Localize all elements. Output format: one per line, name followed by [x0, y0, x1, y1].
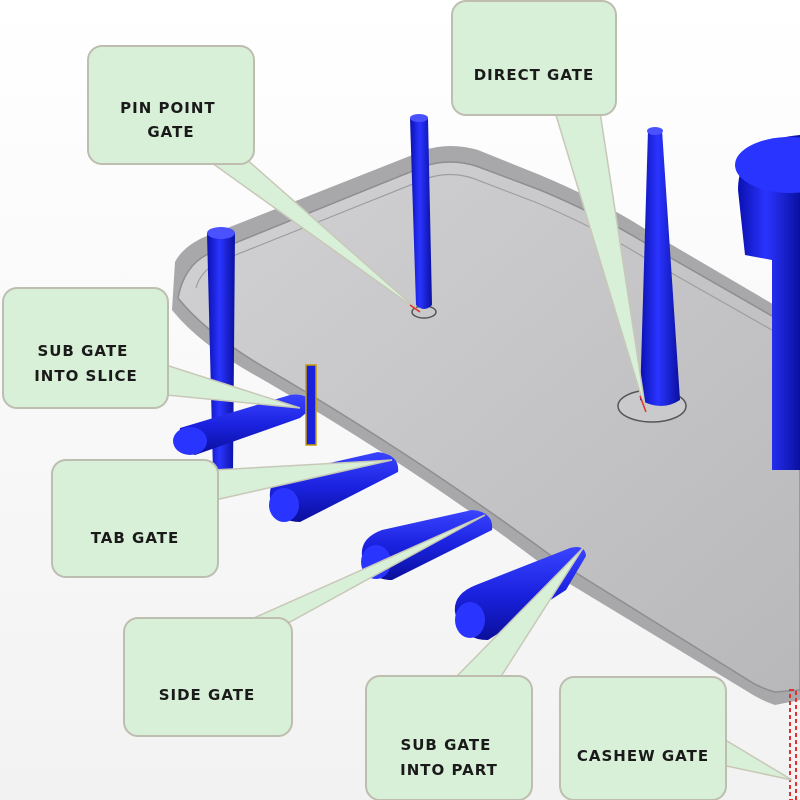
callout-box [2, 287, 169, 409]
callout-tab-gate: TAB GATE [51, 459, 219, 578]
sub-gate-part-runner-end [455, 602, 485, 638]
cashew-gate-marker [789, 689, 797, 800]
callout-sub-gate-into-slice: SUB GATE INTO SLICE [2, 287, 169, 409]
callout-direct-gate: DIRECT GATE [451, 0, 617, 116]
tab-gate-runner-end [269, 488, 299, 522]
callout-box [365, 675, 533, 800]
pin-point-gate-tip [409, 304, 421, 313]
callout-pin-point-gate: PIN POINT GATE [87, 45, 255, 165]
direct-gate-cone-top [647, 127, 663, 135]
callout-box [559, 676, 727, 800]
callout-box [87, 45, 255, 165]
tab-gate-label: TAB GATE [91, 529, 180, 547]
callout-pointers [165, 111, 793, 781]
callout-box [451, 0, 617, 116]
sub-gate-into-slice-label: SUB GATE INTO SLICE [34, 342, 138, 385]
callout-cashew-gate: CASHEW GATE [559, 676, 727, 800]
sub-gate-part-runner [454, 547, 586, 640]
callout-side-gate: SIDE GATE [123, 617, 293, 737]
horizontal-runner-end [173, 427, 207, 455]
callout-box [123, 617, 293, 737]
callout-box [51, 459, 219, 578]
pin-point-gate-cone [410, 118, 432, 309]
callout-sub-gate-into-part: SUB GATE INTO PART [365, 675, 533, 800]
direct-gate-cone [640, 130, 680, 406]
left-runner-top [207, 227, 235, 239]
direct-gate-tip [639, 395, 647, 413]
direct-gate-label: DIRECT GATE [474, 66, 595, 84]
sprue-top [735, 137, 800, 193]
sprue-cylinder [738, 135, 800, 470]
sub-gate-slice-insert [305, 364, 317, 446]
cashew-gate-label: CASHEW GATE [577, 747, 709, 765]
left-vertical-runner [207, 233, 235, 472]
side-gate-label: SIDE GATE [159, 686, 256, 704]
sub-gate-into-part-label: SUB GATE INTO PART [400, 736, 498, 779]
pin-point-gate-cone-top [410, 114, 428, 122]
runners [173, 114, 800, 640]
pin-point-gate-label: PIN POINT GATE [120, 99, 222, 141]
horizontal-runner [179, 394, 312, 455]
